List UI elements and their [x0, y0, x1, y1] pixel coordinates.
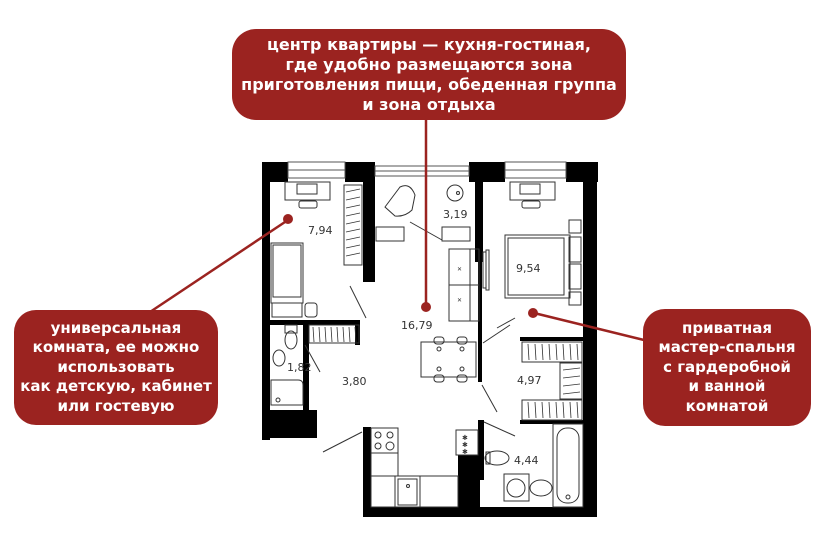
callout-top-line-1: центр квартиры — кухня-гостиная, [267, 34, 591, 54]
area-wardrobe: 4,97 [517, 374, 542, 387]
windows [287, 161, 567, 179]
svg-text:✱: ✱ [462, 434, 468, 442]
callout-master-bedroom: приватная мастер-спальня с гардеробной и… [643, 309, 811, 426]
svg-text:✱: ✱ [462, 441, 468, 449]
callout-right-line-2: мастер-спальня [658, 338, 796, 357]
area-bathroom-master: 4,44 [514, 454, 539, 467]
furniture: ✕ ✕ ✱ ✱ ✱ [270, 181, 584, 508]
callout-left-line-2: комната, ее можно [32, 338, 200, 357]
area-labels: 7,94 3,19 9,54 16,79 1,82 3,80 4,97 4,44 [287, 208, 542, 467]
leader-lines [149, 120, 645, 342]
callout-universal-room: универсальная комната, ее можно использо… [14, 310, 218, 425]
svg-text:✕: ✕ [457, 297, 462, 304]
callout-left-line-5: или гостевую [57, 396, 175, 415]
callout-top-line-4: и зона отдыха [362, 94, 496, 114]
callout-top-line-3: приготовления пищи, обеденная группа [241, 74, 617, 94]
callout-top-line-2: где удобно размещаются зона [285, 54, 573, 74]
area-bathroom-small: 1,82 [287, 361, 312, 374]
callout-right-line-3: с гардеробной [663, 357, 791, 376]
callout-left-line-3: использовать [57, 357, 175, 376]
callout-left-line-4: как детскую, кабинет [20, 377, 212, 396]
svg-text:✕: ✕ [457, 266, 462, 273]
area-bedroom-small: 7,94 [308, 224, 333, 237]
area-living-kitchen: 16,79 [401, 319, 433, 332]
svg-text:✱: ✱ [462, 448, 468, 456]
area-bedroom-master: 9,54 [516, 262, 541, 275]
callout-living-kitchen: центр квартиры — кухня-гостиная, где удо… [232, 29, 626, 120]
callout-right-line-5: комнатой [685, 396, 769, 415]
callout-right-line-4: и ванной [688, 377, 766, 396]
callout-left-line-1: универсальная [50, 318, 182, 337]
area-balcony: 3,19 [443, 208, 468, 221]
area-hallway: 3,80 [342, 375, 367, 388]
walls [262, 162, 598, 517]
callout-right-line-1: приватная [681, 318, 773, 337]
